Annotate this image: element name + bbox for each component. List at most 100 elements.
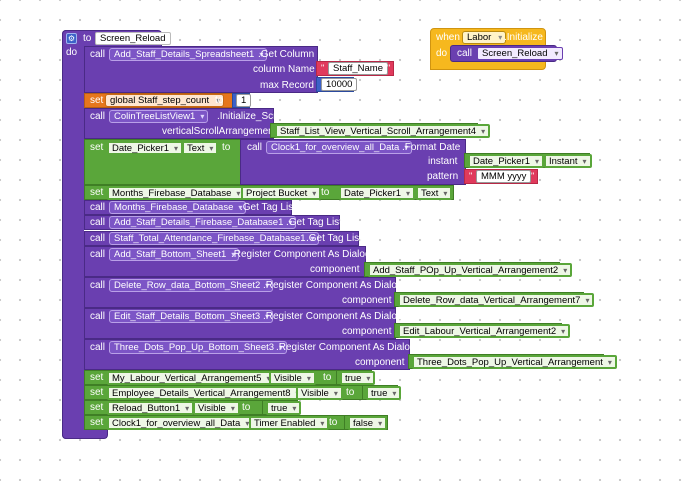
call-keyword: call [90,217,106,228]
edit-staff-register-dialog-block[interactable]: call Edit_Staff_Details_Bottom_Sheet3 .R… [84,308,403,339]
staff-details-database-component-dropdown[interactable]: Add_Staff_Details_Firebase_Database1 [109,216,297,229]
delete-row-bottom-sheet-dropdown[interactable]: Delete_Row_data_Bottom_Sheet2 [109,279,274,292]
method-label: .Register Component As Dialog [231,249,371,260]
method-label: .Get Tag List [240,202,296,213]
date-picker-component-dropdown[interactable]: Date_Picker1 [107,141,184,155]
max-record-number-block[interactable]: 10000 [316,77,358,92]
number-one-block[interactable]: 1 [232,93,252,108]
reload-button-dropdown[interactable]: Reload_Button1 [107,401,195,415]
months-database-component-dropdown[interactable]: Months_Firebase_Database [109,201,247,214]
set-global-variable-block[interactable]: set global Staff_step_count to [84,93,234,108]
call-keyword: call [90,111,106,122]
clock-component-dropdown[interactable]: Clock1_for_overview_all_Data [107,416,255,430]
timer-enabled-property-dropdown[interactable]: Timer Enabled [249,416,330,430]
edit-staff-bottom-sheet-dropdown[interactable]: Edit_Staff_Details_Bottom_Sheet3 [109,310,274,323]
call-keyword: call [90,249,106,260]
max-record-number-field[interactable]: 10000 [321,78,358,91]
procedure-name-field[interactable]: Screen_Reload [95,32,171,45]
pattern-text-block[interactable]: " MMM yyyy " [464,169,538,184]
number-field[interactable]: 1 [236,94,252,107]
set-employee-details-visible-block[interactable]: set Employee_Details_Vertical_Arrangemen… [84,385,366,400]
text-property-dropdown[interactable]: Text [416,186,453,200]
when-keyword: when [436,32,460,43]
three-dots-register-dialog-block[interactable]: call Three_Dots_Pop_Up_Bottom_Sheet3 .Re… [84,339,416,370]
true-dropdown[interactable]: true [340,371,376,385]
add-staff-arrangement-block[interactable]: Add_Staff_POp_Up_Vertical_Arrangement2 [364,262,573,277]
date-picker-text-component-dropdown[interactable]: Date_Picker1 [339,186,416,200]
scroll-arrangement-component-block[interactable]: Staff_List_View_Vertical_Scroll_Arrangem… [270,123,491,138]
project-bucket-property-dropdown[interactable]: Project Bucket [241,186,322,200]
staff-details-get-tag-list-block[interactable]: call Add_Staff_Details_Firebase_Database… [84,215,342,230]
labor-component-dropdown[interactable]: Labor [462,31,507,44]
instant-property-dropdown[interactable]: Instant [544,154,592,168]
visible-property-dropdown[interactable]: Visible [269,371,316,385]
close-quote: " [387,63,391,73]
procedure-header: ⚙ to Screen_Reload [62,30,171,46]
format-date-block[interactable]: call Clock1_for_overview_all_Data .Forma… [240,139,466,185]
procedure-screen-reload-block[interactable] [62,30,84,439]
method-label: .Register Component As Dialog [263,311,403,322]
attendance-get-tag-list-block[interactable]: call Staff_Total_Attendance_Firebase_Dat… [84,231,362,246]
staff-name-text-block[interactable]: " Staff_Name " [316,61,394,76]
get-column-block[interactable]: call Add_Staff_Details_Spreadsheet1 .Get… [84,46,318,93]
screen-reload-proc-dropdown[interactable]: Screen_Reload [477,47,563,60]
employee-details-arrangement-dropdown[interactable]: Employee_Details_Vertical_Arrangement8 [107,386,305,400]
edit-labour-arrangement-dropdown[interactable]: Edit_Labour_Vertical_Arrangement2 [398,324,571,338]
method-label: .Get Tag List [306,233,362,244]
delete-row-arrangement-dropdown[interactable]: Delete_Row_data_Vertical_Arrangement7 [398,293,595,307]
visible-property-dropdown[interactable]: Visible [296,386,343,400]
clock-component-dropdown[interactable]: Clock1_for_overview_all_Data [266,141,413,154]
method-label: .Get Column [258,49,315,60]
scroll-arrangement-dropdown[interactable]: Staff_List_View_Vertical_Scroll_Arrangem… [275,124,491,138]
false-dropdown[interactable]: false [348,416,388,430]
set-keyword: set [90,387,104,398]
global-variable-dropdown[interactable]: global Staff_step_count [105,94,225,107]
edit-labour-arrangement-block[interactable]: Edit_Labour_Vertical_Arrangement2 [394,323,571,338]
instant-getter-block[interactable]: Date_Picker1 . Instant [464,153,592,168]
do-keyword: do [436,48,448,59]
true-dropdown[interactable]: true [266,401,302,415]
delete-row-arrangement-block[interactable]: Delete_Row_data_Vertical_Arrangement7 [394,292,595,307]
true-logic-block[interactable]: true [262,400,302,415]
false-logic-block[interactable]: false [344,415,388,430]
spreadsheet-component-dropdown[interactable]: Add_Staff_Details_Spreadsheet1 [109,48,268,61]
pattern-text-field[interactable]: MMM yyyy [476,170,532,183]
delete-row-register-dialog-block[interactable]: call Delete_Row_data_Bottom_Sheet2 .Regi… [84,277,403,308]
to-keyword: to [321,187,330,198]
add-staff-arrangement-dropdown[interactable]: Add_Staff_POp_Up_Vertical_Arrangement2 [368,263,573,277]
listview-component-dropdown[interactable]: ColinTreeListView1 [109,110,209,123]
initialize-scroll-block[interactable]: call ColinTreeListView1 .Initialize_Scro… [84,108,286,139]
do-keyword: do [66,47,78,58]
call-keyword: call [90,49,106,60]
months-database-component-dropdown[interactable]: Months_Firebase_Database [107,186,246,200]
text-property-dropdown[interactable]: Text [182,141,219,155]
months-get-tag-list-block[interactable]: call Months_Firebase_Database .Get Tag L… [84,200,296,215]
set-date-picker-text-block[interactable]: set Date_Picker1 Text to [84,139,244,185]
set-project-bucket-block[interactable]: set Months_Firebase_Database Project Buc… [84,185,454,200]
true-logic-block[interactable]: true [336,370,376,385]
to-keyword: to [323,372,332,383]
to-keyword: to [215,95,224,106]
staff-name-text-field[interactable]: Staff_Name [328,62,388,75]
gear-icon[interactable]: ⚙ [66,33,77,44]
visible-property-dropdown[interactable]: Visible [193,401,240,415]
set-my-labour-visible-block[interactable]: set My_Labour_Vertical_Arrangement5 Visi… [84,370,340,385]
pattern-label: pattern [427,171,459,182]
set-reload-button-visible-block[interactable]: set Reload_Button1 Visible to [84,400,266,415]
set-clock-timer-enabled-block[interactable]: set Clock1_for_overview_all_Data Timer E… [84,415,348,430]
open-quote: " [469,171,473,181]
add-staff-bottom-sheet-dropdown[interactable]: Add_Staff_Bottom_Sheet1 [109,248,240,261]
component-label: component [355,357,405,368]
attendance-database-component-dropdown[interactable]: Staff_Total_Attendance_Firebase_Database… [109,232,319,245]
component-label: component [342,326,392,337]
call-screen-reload-block[interactable]: call Screen_Reload [450,45,563,62]
date-picker-instant-component-dropdown[interactable]: Date_Picker1 [468,154,545,168]
my-labour-arrangement-dropdown[interactable]: My_Labour_Vertical_Arrangement5 [107,371,276,385]
call-keyword: call [247,142,263,153]
three-dots-bottom-sheet-dropdown[interactable]: Three_Dots_Pop_Up_Bottom_Sheet3 [109,341,288,354]
three-dots-arrangement-dropdown[interactable]: Three_Dots_Pop_Up_Vertical_Arrangement [412,355,617,369]
three-dots-arrangement-block[interactable]: Three_Dots_Pop_Up_Vertical_Arrangement [408,354,617,369]
add-staff-register-dialog-block[interactable]: call Add_Staff_Bottom_Sheet1 .Register C… [84,246,371,277]
true-logic-block[interactable]: true [362,385,402,400]
true-dropdown[interactable]: true [366,386,402,400]
